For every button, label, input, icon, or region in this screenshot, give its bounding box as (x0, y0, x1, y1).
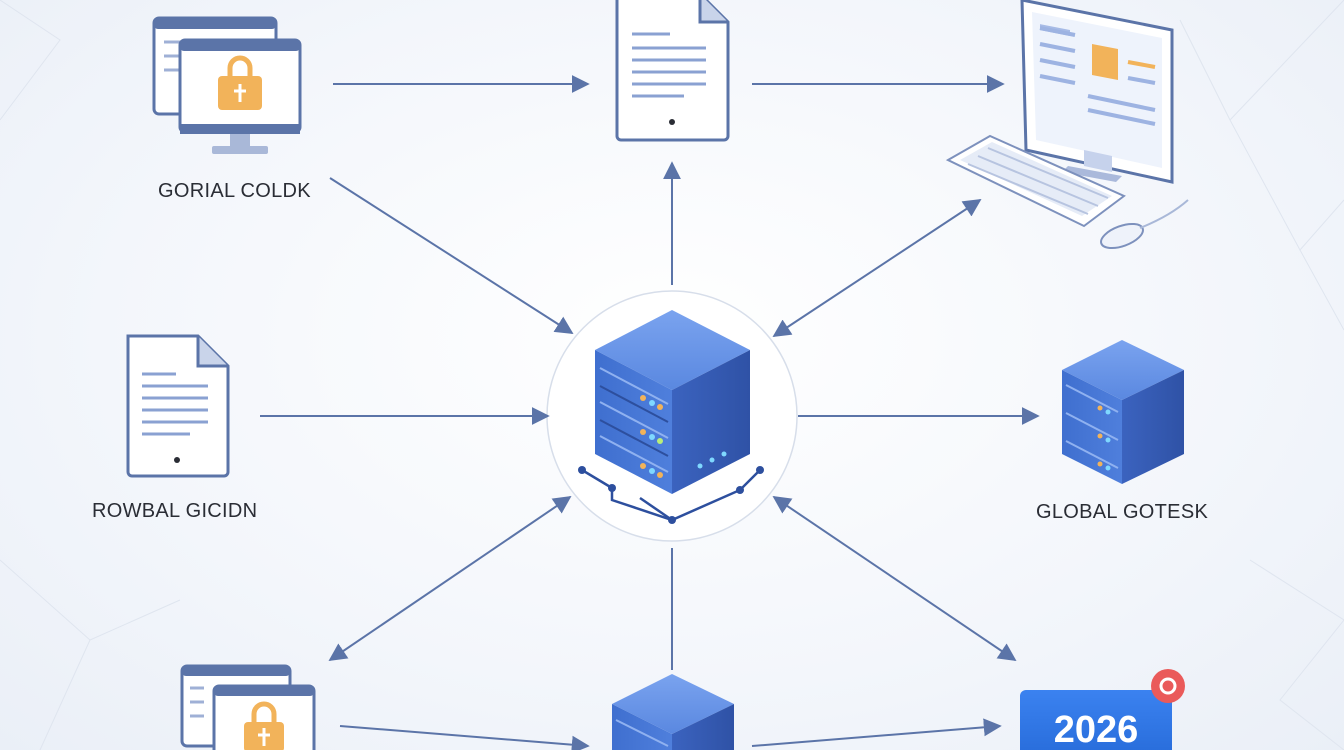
arrow-server-computer (772, 199, 982, 337)
label-mid-left: ROWBAL GICIDN (92, 500, 258, 522)
arrow-bottom-server-to-badge (751, 718, 1002, 747)
arrow-top-left-to-server (329, 177, 574, 334)
central-server-icon (578, 310, 764, 524)
document-tablet-icon (615, 0, 730, 142)
calendar-badge-icon: 2026 (1020, 669, 1185, 750)
server-icon (1062, 340, 1184, 484)
locked-monitor-icon (152, 16, 302, 154)
connections (260, 75, 1040, 750)
arrow-bottom-left-to-bottom-server (339, 725, 590, 750)
badge-year: 2026 (1054, 709, 1139, 750)
locked-monitor-icon (180, 664, 316, 750)
arrow-server-bottom-right (772, 495, 1017, 662)
arrow-server-bottom-left (328, 495, 572, 662)
document-icon (126, 334, 230, 478)
desktop-computer-icon (945, 0, 1189, 250)
label-mid-right: GLOBAL GOTESK (1036, 501, 1209, 523)
server-icon (612, 674, 734, 750)
label-top-left: GORIAL COLDK (158, 180, 311, 202)
